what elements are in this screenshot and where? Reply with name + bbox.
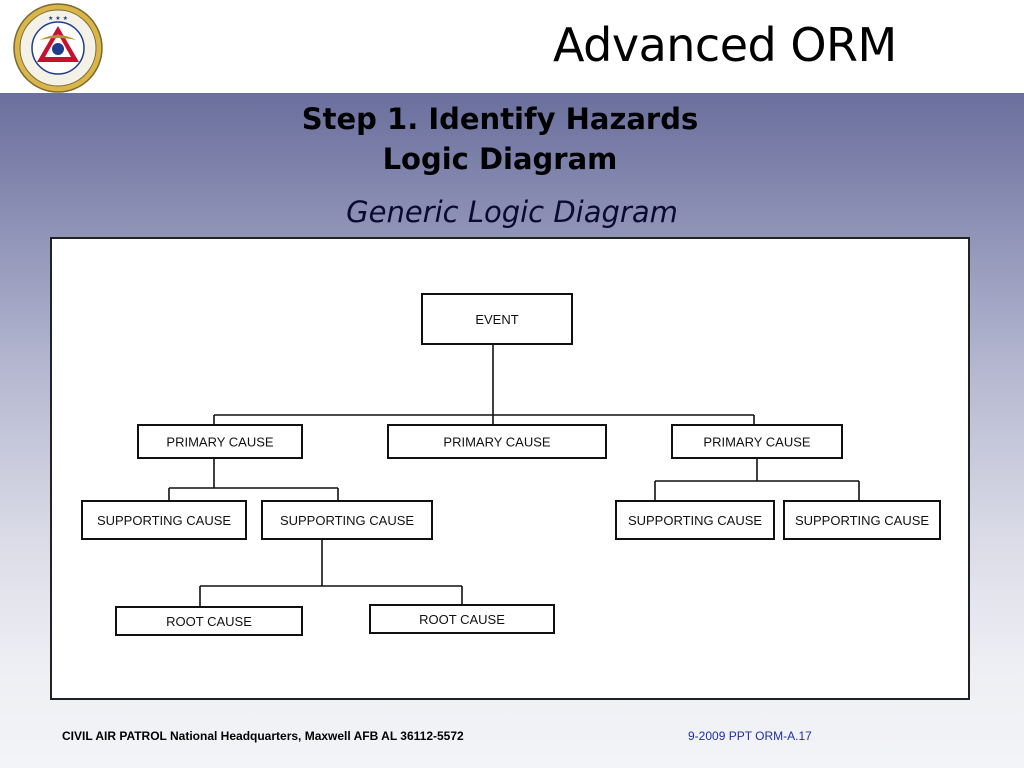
node-box-supporting-2 (261, 500, 433, 540)
node-label-supporting-3: SUPPORTING CAUSE (628, 513, 762, 528)
logic-diagram: EVENT PRIMARY CAUSE PRIMARY CAUSE PRIMARY C… (81, 293, 941, 636)
footer-slide-id: 9-2009 PPT ORM-A.17 (688, 729, 812, 743)
node-box-root-2 (369, 604, 555, 634)
edge-supporting2-to-root (199, 539, 463, 607)
node-root-2: ROOT CAUSE (369, 604, 555, 634)
node-label-supporting-4: SUPPORTING CAUSE (795, 513, 929, 528)
node-box-supporting-1 (81, 500, 247, 540)
edge-primary3-to-supporting (654, 458, 860, 501)
step-title-line2: Logic Diagram (382, 142, 618, 176)
node-box-root-1 (115, 606, 303, 636)
logic-diagram-panel: EVENT PRIMARY CAUSE PRIMARY CAUSE PRIMARY C… (50, 237, 970, 700)
header-title: Advanced ORM (553, 18, 897, 72)
footer-organization: CIVIL AIR PATROL National Headquarters, … (62, 729, 464, 743)
node-label-primary-2: PRIMARY CAUSE (443, 435, 550, 450)
edge-event-to-primary (213, 344, 755, 425)
node-supporting-4: SUPPORTING CAUSE (783, 500, 941, 540)
node-box-primary-1 (137, 424, 303, 459)
edge-primary1-to-supporting (168, 458, 339, 501)
svg-text:★ ★ ★: ★ ★ ★ (48, 15, 68, 22)
node-box-supporting-3 (615, 500, 775, 540)
node-primary-2: PRIMARY CAUSE (387, 424, 607, 459)
node-supporting-1: SUPPORTING CAUSE (81, 500, 247, 540)
node-label-root-2: ROOT CAUSE (419, 612, 505, 627)
node-root-1: ROOT CAUSE (115, 606, 303, 636)
header-band (0, 0, 1024, 93)
node-label-root-1: ROOT CAUSE (166, 614, 252, 629)
node-box-event (421, 293, 573, 345)
node-label-primary-1: PRIMARY CAUSE (166, 435, 273, 450)
diagram-subtitle: Generic Logic Diagram (346, 195, 678, 229)
node-box-supporting-4 (783, 500, 941, 540)
node-label-primary-3: PRIMARY CAUSE (703, 435, 810, 450)
node-label-supporting-1: SUPPORTING CAUSE (97, 513, 231, 528)
node-primary-1: PRIMARY CAUSE (137, 424, 303, 459)
step-title-line1: Step 1. Identify Hazards (301, 102, 699, 136)
civil-air-patrol-logo: ★ ★ ★ (13, 3, 103, 93)
node-label-event: EVENT (475, 312, 518, 327)
node-label-supporting-2: SUPPORTING CAUSE (280, 513, 414, 528)
node-event: EVENT (421, 293, 573, 345)
node-supporting-2: SUPPORTING CAUSE (261, 500, 433, 540)
node-box-primary-2 (387, 424, 607, 459)
node-box-primary-3 (671, 424, 843, 459)
slide-title: Step 1. Identify Hazards Logic Diagram (240, 99, 760, 179)
node-supporting-3: SUPPORTING CAUSE (615, 500, 775, 540)
node-primary-3: PRIMARY CAUSE (671, 424, 843, 459)
